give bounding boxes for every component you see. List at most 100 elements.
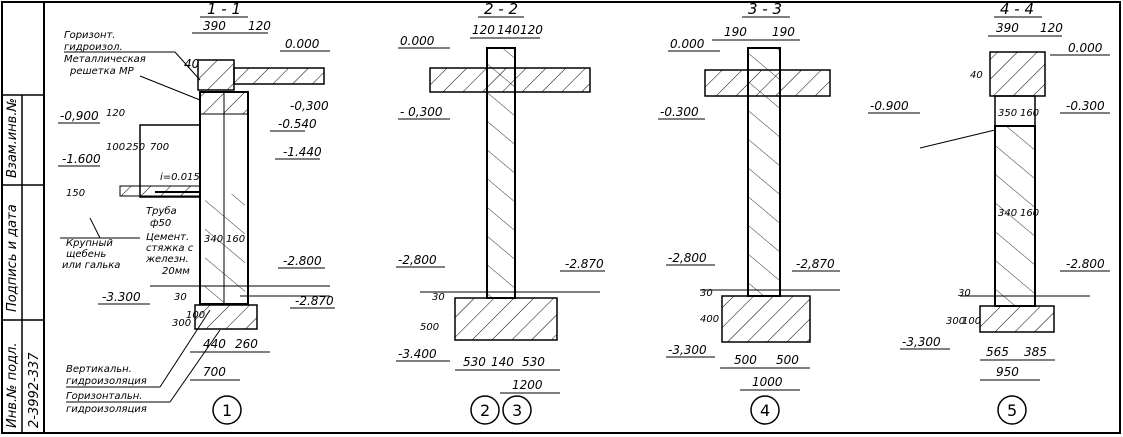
dimension-label: 30 (174, 292, 187, 303)
section-1-1: 1 - 1 390 120 40 0.000 -0,300 -0.540 -1.… (58, 0, 335, 425)
s3-dim-bottom-0: 500 (734, 353, 757, 367)
s3-level-0: 0.000 (670, 37, 705, 51)
dimension-label: 340 (998, 208, 1017, 219)
s2-dim-top-1: 140 (497, 23, 520, 37)
s4-level-3: -2.800 (1066, 257, 1105, 271)
s2-axis-marker-a-label: 2 (480, 401, 490, 420)
s3-axis-marker-label: 4 (760, 401, 770, 420)
s1-callout-0: Горизонт. (64, 30, 116, 41)
dimension-label: 100 (962, 316, 981, 327)
s1-callout-7: стяжка с (146, 243, 194, 254)
dimension-label: 100 (106, 142, 125, 153)
s2-dim-top-2: 120 (520, 23, 543, 37)
s2-level-0: 0.000 (400, 34, 435, 48)
s2-level-1: - 0,300 (400, 105, 443, 119)
s1-level-5: -1.600 (62, 152, 101, 166)
dimension-label: 340 (204, 234, 223, 245)
dimension-label: 40 (970, 70, 983, 81)
s1-level-8: -3.300 (102, 290, 141, 304)
section-title-3: 3 - 3 (748, 0, 782, 18)
dimension-label: 40 (184, 57, 200, 71)
s3-level-3: -2,870 (796, 257, 835, 271)
s2-dim-top-0: 120 (472, 23, 495, 37)
s3-dim-top-0: 190 (724, 25, 747, 39)
s3-dim-bottom-2: 1000 (752, 375, 783, 389)
s4-dim-bottom-0: 565 (986, 345, 1009, 359)
s1-callout-4: Труба (146, 205, 177, 217)
s3-axis-marker (750, 395, 780, 425)
dimension-label: 250 (126, 142, 145, 153)
s3-dim-top-1: 190 (772, 25, 795, 39)
dimension-label: 160 (1020, 208, 1039, 219)
s1-callout-14: гидроизоляция (66, 376, 147, 387)
s2-level-3: -2.870 (565, 257, 604, 271)
s1-callout-1: гидроизол. (64, 42, 123, 53)
dimension-label: 300 (946, 316, 965, 327)
s1-dim-bottom-1: 260 (235, 337, 258, 351)
s1-callout-13: Вертикальн. (66, 364, 132, 375)
s1-level-1: -0,300 (290, 99, 329, 113)
s4-dim-bottom-1: 385 (1024, 345, 1047, 359)
dimension-label: 350 (998, 108, 1017, 119)
stamp-vzam: Взам.инв.№ (5, 98, 20, 178)
section-3-3: 3 - 3 190 190 0.000 -0.300 -2,800 -2,870… (658, 0, 840, 425)
s1-level-7: -2.870 (295, 294, 334, 308)
s1-callout-2: Металлическая (64, 54, 146, 65)
s1-dim-top-1: 120 (248, 19, 271, 33)
s2-dim-bottom-1: 140 (491, 355, 514, 369)
s4-axis-marker-label: 5 (1007, 401, 1017, 420)
s4-axis-marker (997, 395, 1027, 425)
section-title-1: 1 - 1 (207, 0, 241, 18)
s2-axis-marker-a (470, 395, 500, 425)
s3-dim-bottom-1: 500 (776, 353, 799, 367)
dimension-label: 30 (700, 288, 713, 299)
s1-callout-3: решетка МР (69, 66, 135, 77)
s1-callout-9: 20мм (162, 266, 190, 277)
section-title-2: 2 - 2 (484, 0, 518, 18)
dimension-label: 700 (150, 142, 169, 153)
dimension-label: 30 (958, 288, 971, 299)
dimension-label: 150 (66, 188, 85, 199)
s4-level-2: -0.300 (1066, 99, 1105, 113)
s1-dim-bottom-0: 440 (203, 337, 226, 351)
s3-level-4: -3,300 (668, 343, 707, 357)
stamp-podpis: Подпись и дата (5, 204, 20, 312)
section-2-2: 2 - 2 120 140 120 0.000 - 0,300 -2,800 -… (396, 0, 605, 425)
s1-callout-5: ф50 (150, 218, 171, 229)
dimension-label: 300 (172, 318, 191, 329)
s4-dim-top-1: 120 (1040, 21, 1063, 35)
section-title-4: 4 - 4 (1000, 0, 1034, 18)
s1-level-2: -0.540 (278, 117, 317, 131)
stamp-inv-podl: Инв.№ подл. (5, 342, 20, 428)
s1-callout-10: Крупный (66, 238, 113, 249)
s4-level-1: -0.900 (870, 99, 909, 113)
s4-dim-top-0: 390 (996, 21, 1019, 35)
s2-level-4: -3.400 (398, 347, 437, 361)
s1-callout-12: или галька (62, 260, 120, 271)
section-4-4: 4 - 4 390 120 0.000 -0.900 -0.300 -2.800… (868, 0, 1110, 425)
dimension-label: 500 (420, 322, 439, 333)
s1-callout-11: щебень (66, 248, 106, 260)
s3-level-1: -0.300 (660, 105, 699, 119)
dimension-label: 120 (106, 108, 125, 119)
s1-level-6: -2.800 (283, 254, 322, 268)
s1-level-4: -0,900 (60, 109, 99, 123)
s4-level-4: -3,300 (902, 335, 941, 349)
dimension-label: 100 (186, 310, 205, 321)
s2-dim-bottom-0: 530 (463, 355, 486, 369)
dimension-label: 30 (432, 292, 445, 303)
dimension-label: 400 (700, 314, 719, 325)
dimension-label: 160 (226, 234, 245, 245)
s1-callout-6: Цемент. (146, 232, 189, 243)
s1-level-0: 0.000 (285, 37, 320, 51)
s1-dim-bottom-2: 700 (203, 365, 226, 379)
s4-dim-bottom-2: 950 (996, 365, 1019, 379)
s4-level-0: 0.000 (1068, 41, 1103, 55)
s3-level-2: -2,800 (668, 251, 707, 265)
s1-dim-top-0: 390 (203, 19, 226, 33)
s1-callout-8: железн. (145, 254, 189, 265)
s2-axis-marker-b-label: 3 (512, 401, 522, 420)
s1-level-3: -1.440 (283, 145, 322, 159)
